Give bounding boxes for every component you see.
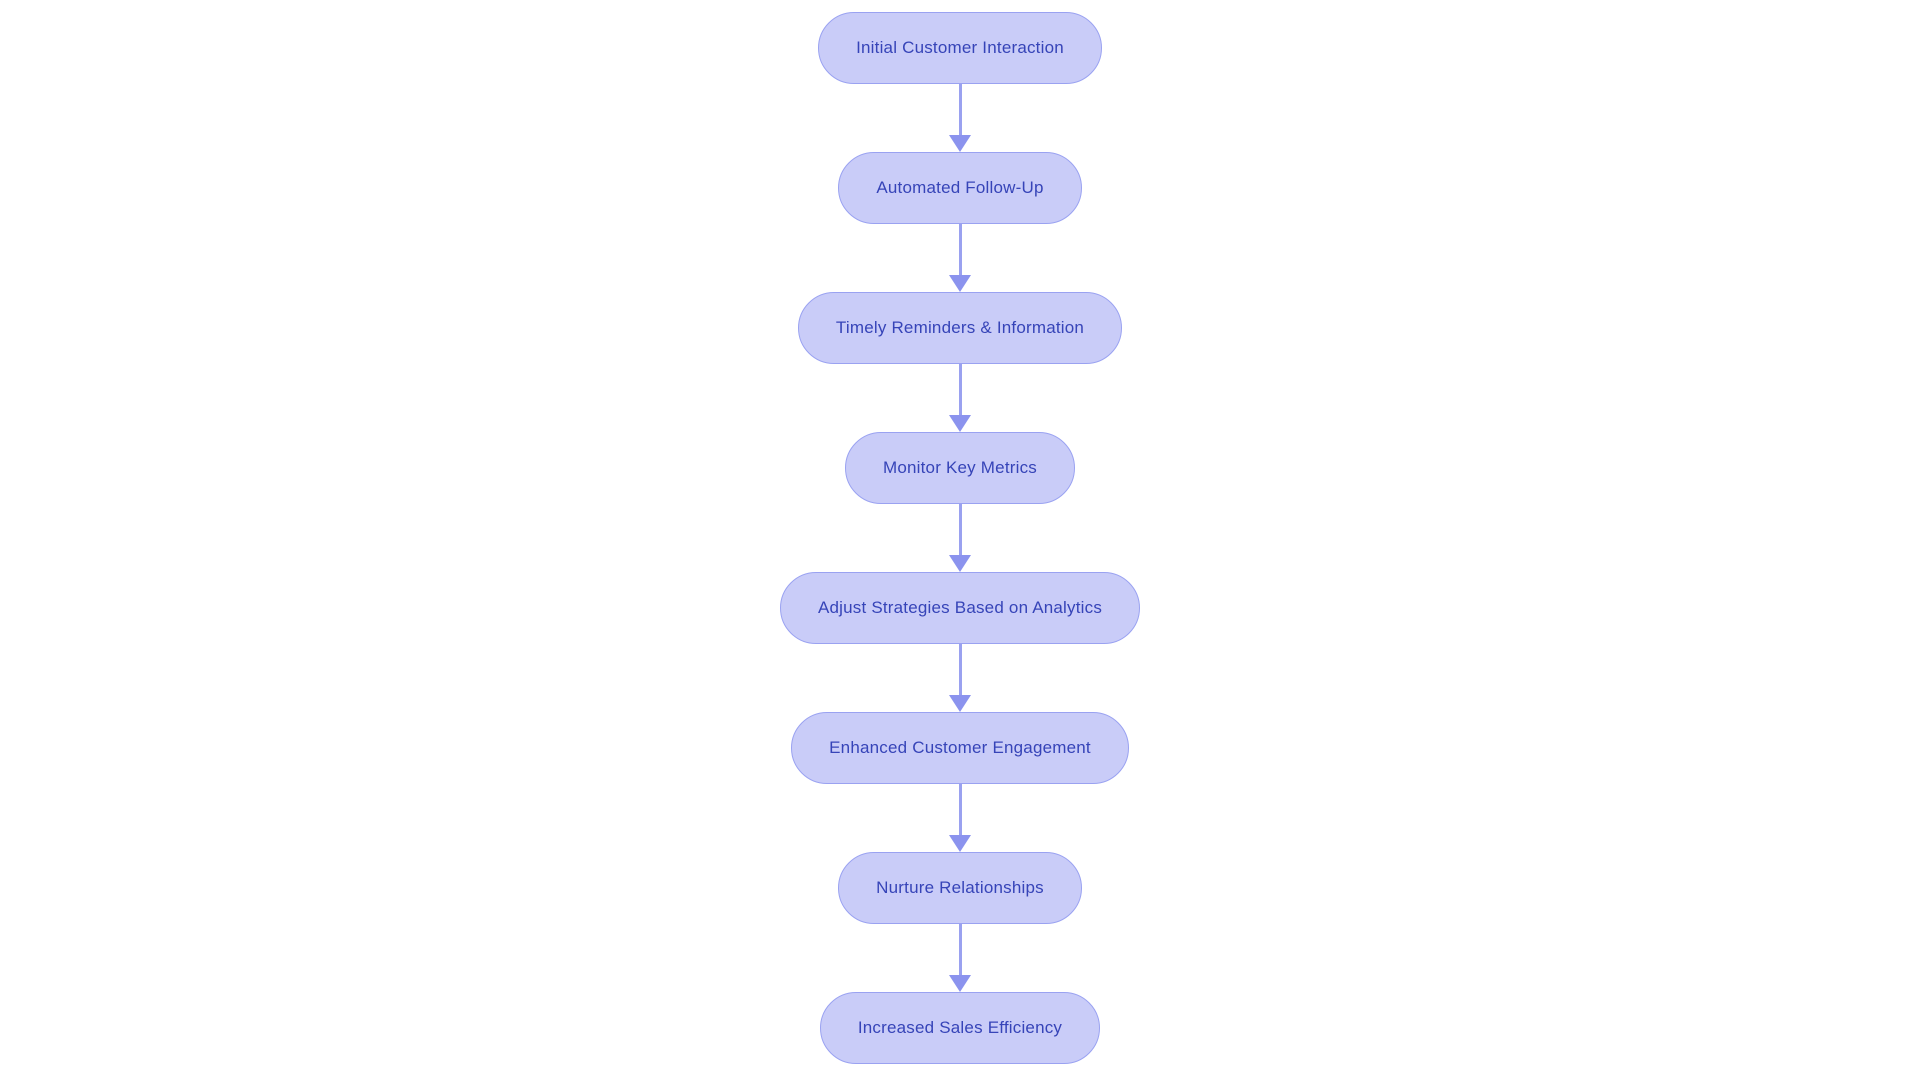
flow-node-label: Adjust Strategies Based on Analytics — [817, 598, 1103, 617]
flow-node-label: Initial Customer Interaction — [856, 38, 1064, 57]
flow-arrow-1-2 — [949, 84, 971, 152]
arrow-down-icon — [949, 415, 971, 432]
arrow-down-icon — [949, 555, 971, 572]
arrow-line — [958, 364, 962, 416]
arrow-down-icon — [949, 135, 971, 152]
flow-arrow-2-3 — [949, 224, 971, 292]
flow-node-enhanced-customer-engagement: Enhanced Customer Engagement — [791, 712, 1129, 784]
arrow-down-icon — [949, 695, 971, 712]
arrow-down-icon — [949, 275, 971, 292]
flow-arrow-6-7 — [949, 784, 971, 852]
flow-arrow-7-8 — [949, 924, 971, 992]
flow-node-label: Nurture Relationships — [876, 878, 1044, 897]
flow-node-label: Monitor Key Metrics — [882, 458, 1037, 477]
arrow-line — [958, 784, 962, 836]
arrow-line — [958, 644, 962, 696]
flow-node-nurture-relationships: Nurture Relationships — [838, 852, 1082, 924]
arrow-line — [958, 224, 962, 276]
flow-node-automated-follow-up: Automated Follow-Up — [838, 152, 1082, 224]
flow-node-monitor-key-metrics: Monitor Key Metrics — [844, 432, 1075, 504]
flow-node-label: Increased Sales Efficiency — [857, 1018, 1063, 1037]
arrow-down-icon — [949, 835, 971, 852]
flow-node-label: Timely Reminders & Information — [835, 318, 1085, 337]
flow-arrow-5-6 — [949, 644, 971, 712]
flow-node-timely-reminders-information: Timely Reminders & Information — [797, 292, 1123, 364]
flow-node-adjust-strategies-based-on-analytics: Adjust Strategies Based on Analytics — [779, 572, 1141, 644]
flow-arrow-4-5 — [949, 504, 971, 572]
flow-node-increased-sales-efficiency: Increased Sales Efficiency — [819, 992, 1101, 1064]
arrow-down-icon — [949, 975, 971, 992]
arrow-line — [958, 924, 962, 976]
flow-node-initial-customer-interaction: Initial Customer Interaction — [818, 12, 1102, 84]
flow-node-label: Automated Follow-Up — [876, 178, 1044, 197]
flow-node-label: Enhanced Customer Engagement — [829, 738, 1091, 757]
flow-arrow-3-4 — [949, 364, 971, 432]
arrow-line — [958, 84, 962, 136]
arrow-line — [958, 504, 962, 556]
